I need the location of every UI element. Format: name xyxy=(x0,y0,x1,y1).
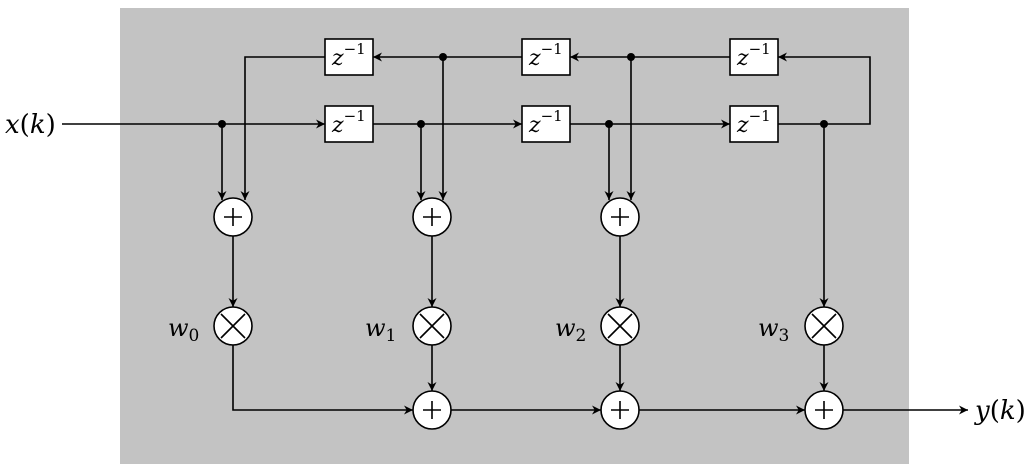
signal-nodes xyxy=(213,38,844,430)
wire-mult0-to-sum1 xyxy=(232,345,413,415)
delay-box-forward-2 xyxy=(521,105,571,143)
times-icon xyxy=(220,313,246,339)
times-icon xyxy=(607,313,633,339)
delay-box-backward-2-label: z−1 xyxy=(528,40,563,71)
plus-icon xyxy=(423,401,441,419)
times-icon xyxy=(811,313,837,339)
junction-mid-0 xyxy=(218,120,226,128)
output-label: y(k) xyxy=(974,396,1026,426)
signal-wires xyxy=(62,52,968,415)
delay-box-backward-1 xyxy=(324,38,374,76)
delay-box-backward-3 xyxy=(729,38,779,76)
plus-icon xyxy=(611,208,629,226)
delay-box-forward-3-label: z−1 xyxy=(736,107,771,138)
delay-box-backward-1-label: z−1 xyxy=(331,40,366,71)
junction-top-0 xyxy=(439,53,447,61)
plus-icon xyxy=(611,401,629,419)
weight-label-w1: w1 xyxy=(365,314,396,346)
delay-box-forward-1-label: z−1 xyxy=(331,107,366,138)
weight-label-w3: w3 xyxy=(758,314,789,346)
weight-label-w2: w2 xyxy=(555,314,586,346)
junction-mid-1 xyxy=(417,120,425,128)
junction-top-1 xyxy=(627,53,635,61)
delay-box-forward-1 xyxy=(324,105,374,143)
times-icon xyxy=(419,313,445,339)
weight-label-w0: w0 xyxy=(168,314,199,346)
junction-mid-2 xyxy=(605,120,613,128)
delay-box-forward-3 xyxy=(729,105,779,143)
delay-box-backward-3-label: z−1 xyxy=(736,40,771,71)
delay-box-backward-2 xyxy=(521,38,571,76)
gray-panel xyxy=(120,8,909,464)
input-label: x(k) xyxy=(5,110,56,140)
plus-icon xyxy=(423,208,441,226)
delay-box-forward-2-label: z−1 xyxy=(528,107,563,138)
plus-icon xyxy=(224,208,242,226)
junction-mid-3 xyxy=(820,120,828,128)
wire-top-to-adder0 xyxy=(240,56,325,200)
plus-icon xyxy=(815,401,833,419)
junction-dots xyxy=(218,53,828,128)
